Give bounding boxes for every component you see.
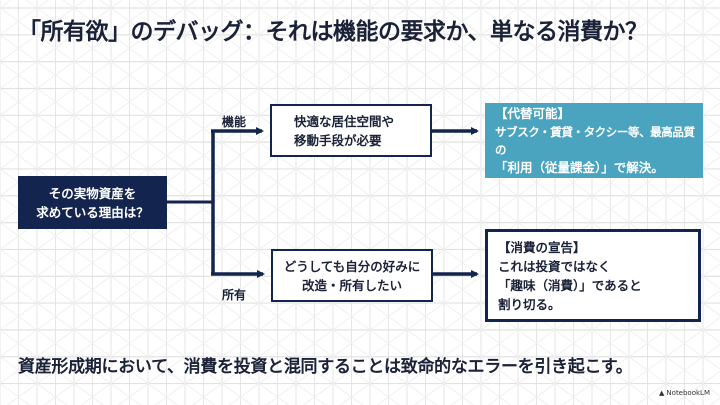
root-question-box: その実物資産を 求めている理由は？ [18,176,167,229]
branch-label-function: 機能 [222,115,247,129]
function-line: 移動手段が必要 [294,132,382,148]
substitute-line: サブスク・賃貸・タクシー等、最高品質の [495,124,695,157]
function-need-box: 快適な居住空間や 移動手段が必要 [270,104,432,157]
ownership-line: 改造・所有したい [301,277,402,293]
substitute-result-box: 【代替可能】 サブスク・賃貸・タクシー等、最高品質の 「利用（従量課金）」で解決… [485,103,703,178]
notebooklm-logo-icon: ▲ [659,389,665,397]
consumption-line: 「趣味（消費）」であると [498,277,642,293]
function-line: 快適な居住空間や [294,113,395,129]
consumption-line: 割り切る。 [498,296,561,312]
root-line: その実物資産を [48,185,137,201]
consumption-line: これは投資ではなく [498,258,611,274]
page-title: 「所有欲」のデバッグ：それは機能の要求か、単なる消費か？ [18,19,648,45]
ownership-desire-box: どうしても自分の好みに 改造・所有したい [271,249,433,302]
root-line: 求めている理由は？ [36,204,149,220]
brand-label: NotebookLM [666,389,710,397]
substitute-heading: 【代替可能】 [495,105,571,121]
consumption-result-box: 【消費の宣告】 これは投資ではなく 「趣味（消費）」であると 割り切る。 [485,229,701,322]
ownership-line: どうしても自分の好みに [283,258,421,274]
brand-watermark: ▲ NotebookLM [659,389,710,397]
consumption-heading: 【消費の宣告】 [498,239,586,255]
branch-label-ownership: 所有 [222,288,247,302]
footer-conclusion: 資産形成期において、消費を投資と混同することは致命的なエラーを引き起こす。 [18,357,633,377]
substitute-line: 「利用（従量課金）」で解決。 [495,159,664,175]
